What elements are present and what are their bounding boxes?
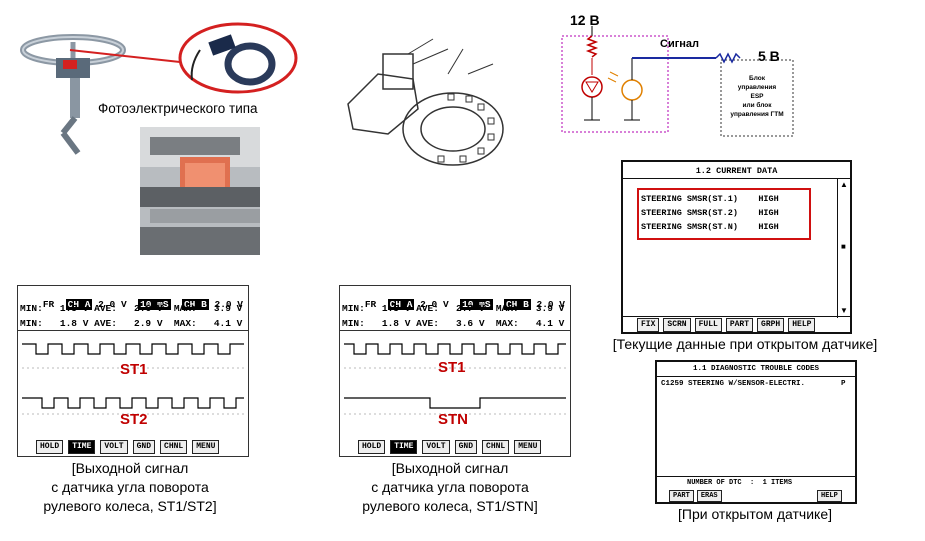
scrn-button[interactable]: SCRN: [663, 318, 691, 332]
chnl-button[interactable]: CHNL: [160, 440, 188, 454]
oscilloscope-st1-stn: FR CH A 2.0 V 10 mS CH B 2.0 V MIN: 1.5 …: [339, 285, 571, 457]
part-button[interactable]: PART: [669, 490, 694, 502]
sensor-callout: [69, 22, 298, 94]
help-button[interactable]: HELP: [788, 318, 816, 332]
menu-button[interactable]: MENU: [514, 440, 542, 454]
channel-a-stats: MIN: 1.5 V AVE: 2.7 V MAX: 3.9 V: [342, 303, 565, 314]
signal-label-stn: STN: [438, 411, 468, 428]
gnd-button[interactable]: GND: [454, 440, 478, 454]
dtc-screen: 1.1 DIAGNOSTIC TROUBLE CODES C1259 STEER…: [655, 360, 857, 504]
gnd-button[interactable]: GND: [132, 440, 156, 454]
fix-button[interactable]: FIX: [637, 318, 660, 332]
scroll-thumb-icon[interactable]: ■: [841, 242, 846, 251]
data-row: STEERING SMSR(ST.N) HIGH: [641, 222, 779, 232]
highlight-box: [637, 188, 811, 240]
chnl-button[interactable]: CHNL: [482, 440, 510, 454]
grph-button[interactable]: GRPH: [757, 318, 785, 332]
hold-button[interactable]: HOLD: [36, 440, 64, 454]
scrollbar[interactable]: ▲ ■ ▼: [837, 178, 850, 318]
full-button[interactable]: FULL: [694, 318, 722, 332]
circuit-diagram: 12 В Сигнал 5 В Блок управления ESP или …: [556, 10, 796, 140]
volt-button[interactable]: VOLT: [100, 440, 128, 454]
voltage-12v: 12 В: [570, 12, 600, 28]
eras-button[interactable]: ERAS: [696, 490, 722, 502]
hold-button[interactable]: HOLD: [358, 440, 386, 454]
screen-title: 1.1 DIAGNOSTIC TROUBLE CODES: [692, 365, 820, 373]
help-button[interactable]: HELP: [817, 490, 842, 502]
dtc-row[interactable]: C1259 STEERING W/SENSOR-ELECTRI.: [661, 380, 806, 388]
signal-label-st2: ST2: [120, 411, 148, 428]
voltage-5v: 5 В: [758, 48, 780, 64]
data-row: STEERING SMSR(ST.1) HIGH: [641, 194, 779, 204]
time-button[interactable]: TIME: [68, 440, 96, 454]
waveform-area: [344, 343, 566, 415]
control-module-label: Блок управления ESP или блок управления …: [730, 75, 784, 118]
caption-st1-stn: [Выходной сигнал с датчика угла поворота…: [362, 460, 538, 514]
signal-label-st1: ST1: [438, 359, 466, 376]
dtc-status-flag: P: [841, 380, 846, 388]
steering-column-illustration: [20, 34, 126, 155]
channel-b-stats: MIN: 1.8 V AVE: 3.6 V MAX: 4.1 V: [342, 318, 565, 329]
caption-current-data: [Текущие данные при открытом датчике]: [612, 336, 878, 352]
channel-a-stats: MIN: 1.5 V AVE: 2.6 V MAX: 3.9 V: [20, 303, 243, 314]
encoder-disc-drawing: [347, 38, 504, 166]
oscilloscope-st1-st2: FR CH A 2.0 V 10 mS CH B 2.0 V MIN: 1.5 …: [17, 285, 249, 457]
scroll-down-icon[interactable]: ▼: [840, 306, 848, 315]
caption-dtc: [При открытом датчике]: [678, 506, 832, 522]
channel-b-stats: MIN: 1.8 V AVE: 2.9 V MAX: 4.1 V: [20, 318, 243, 329]
waveform-area: [22, 343, 244, 415]
time-button[interactable]: TIME: [390, 440, 418, 454]
dtc-count: NUMBER OF DTC : 1 ITEMS: [687, 479, 793, 487]
volt-button[interactable]: VOLT: [422, 440, 450, 454]
data-row: STEERING SMSR(ST.2) HIGH: [641, 208, 779, 218]
signal-label: Сигнал: [660, 38, 700, 50]
scroll-up-icon[interactable]: ▲: [840, 180, 848, 189]
caption-st1-st2: [Выходной сигнал с датчика угла поворота…: [43, 460, 217, 514]
screen-title: 1.2 CURRENT DATA: [695, 166, 778, 176]
photo-type-label: Фотоэлектрического типа: [98, 101, 258, 116]
signal-label-st1: ST1: [120, 361, 148, 378]
current-data-screen: 1.2 CURRENT DATA STEERING SMSR(ST.1) HIG…: [621, 160, 852, 334]
optical-sensor-photo: [140, 127, 260, 255]
menu-button[interactable]: MENU: [192, 440, 220, 454]
part-button[interactable]: PART: [725, 318, 754, 332]
